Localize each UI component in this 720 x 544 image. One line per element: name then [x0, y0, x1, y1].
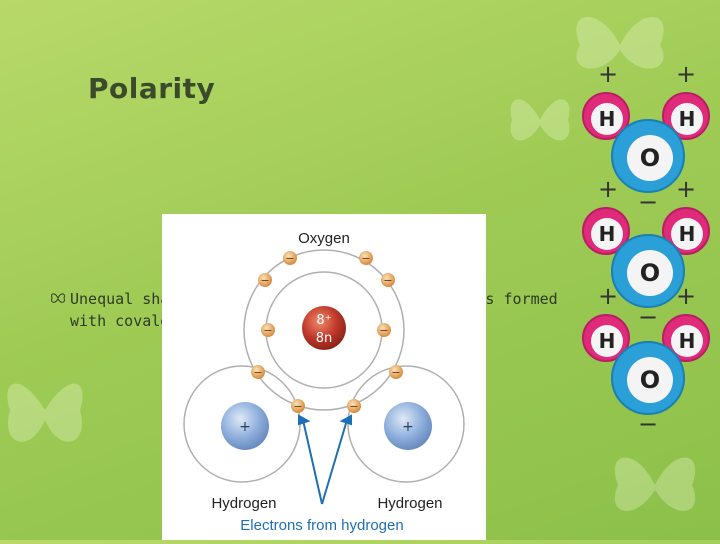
oxygen-label: Oxygen — [298, 230, 350, 247]
water-oxygen-label: O — [640, 259, 660, 287]
butterfly-decoration-mid — [510, 99, 570, 141]
hydrogen-right-label: Hydrogen — [377, 495, 442, 512]
negative-charge-sign: − — [638, 410, 658, 438]
electron — [359, 251, 373, 265]
hydrogen-right-nucleus — [384, 402, 432, 450]
water-hydrogen-label: H — [679, 222, 696, 246]
oxygen-nucleus — [302, 306, 346, 350]
electrons-caption: Electrons from hydrogen — [240, 517, 403, 534]
electron-sign: − — [349, 400, 358, 413]
hydrogen-left-proton-sign: + — [239, 419, 251, 435]
water-hydrogen-label: H — [679, 329, 696, 353]
water-oxygen-core — [627, 357, 673, 403]
electron — [389, 365, 403, 379]
butterfly-decoration-bottom — [614, 457, 696, 511]
water-oxygen-core — [627, 135, 673, 181]
water-oxygen-label: O — [640, 144, 660, 172]
electron-group: −−−−−−−−−− — [251, 251, 403, 413]
positive-charge-sign: + — [598, 175, 618, 203]
hydrogen-left-label: Hydrogen — [211, 495, 276, 512]
water-hydrogen-label: H — [599, 329, 616, 353]
water-hydrogen-core — [671, 218, 703, 250]
electron — [381, 273, 395, 287]
electron-sign: − — [285, 252, 294, 265]
water-hydrogen-label: H — [599, 107, 616, 131]
atom-diagram-svg: 8⁺ 8n + + −−−−−−−−−− Oxygen Hydrogen Hyd… — [183, 230, 465, 534]
electron-sign: − — [253, 366, 262, 379]
electron — [251, 365, 265, 379]
nucleus-protons: 8⁺ — [316, 313, 331, 328]
positive-charge-sign: + — [676, 60, 696, 88]
negative-charge-sign: − — [638, 188, 658, 216]
water-hydrogen-core — [591, 325, 623, 357]
hydrogen-left-nucleus — [221, 402, 269, 450]
electron — [261, 323, 275, 337]
electron — [377, 323, 391, 337]
electron-sign: − — [391, 366, 400, 379]
electron — [291, 399, 305, 413]
electron-sign: − — [361, 252, 370, 265]
water-hydrogen-core — [671, 103, 703, 135]
negative-charge-sign: − — [638, 303, 658, 331]
hydrogen-right-proton-sign: + — [402, 419, 414, 435]
butterfly-decoration-left — [7, 383, 83, 442]
positive-charge-sign: + — [598, 60, 618, 88]
electron-sign: − — [260, 274, 269, 287]
water-atom-diagram: 8⁺ 8n + + −−−−−−−−−− Oxygen Hydrogen Hyd… — [162, 214, 486, 540]
electron-sign: − — [383, 274, 392, 287]
water-hydrogen-label: H — [679, 107, 696, 131]
positive-charge-sign: + — [676, 282, 696, 310]
water-hydrogen-label: H — [599, 222, 616, 246]
electron-sign: − — [379, 324, 388, 337]
electron-sign: − — [263, 324, 272, 337]
water-oxygen-label: O — [640, 366, 660, 394]
water-hydrogen-core — [671, 325, 703, 357]
positive-charge-sign: + — [676, 175, 696, 203]
nucleus-neutrons: 8n — [316, 331, 333, 346]
electron-arrows — [298, 414, 352, 505]
positive-charge-sign: + — [598, 282, 618, 310]
water-oxygen-core — [627, 250, 673, 296]
electron-sign: − — [293, 400, 302, 413]
electron — [347, 399, 361, 413]
water-hydrogen-core — [591, 103, 623, 135]
electron — [283, 251, 297, 265]
electron — [258, 273, 272, 287]
slide-title: Polarity — [88, 72, 216, 105]
butterfly-decoration-top — [576, 16, 664, 69]
water-hydrogen-core — [591, 218, 623, 250]
oxygen-outer-shell — [243, 249, 405, 411]
butterfly-bullet-icon — [51, 293, 65, 303]
